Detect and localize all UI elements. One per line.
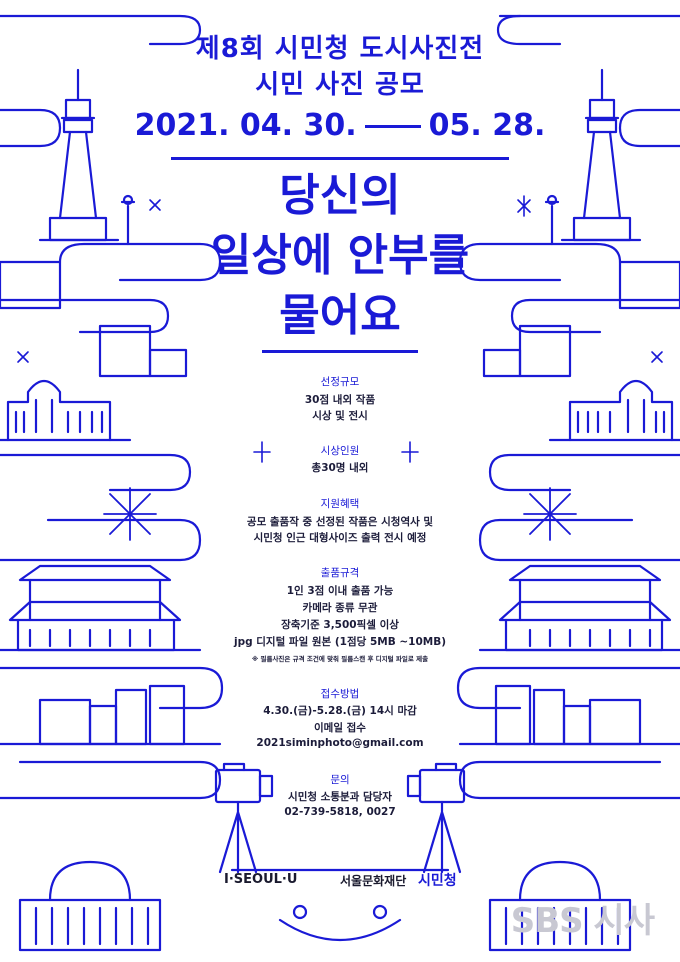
inquiry-phone: 02-739-5818, 0027: [284, 806, 396, 818]
section-title-specs: 출품규격: [320, 567, 360, 579]
date-range: 2021. 04. 30. 05. 28.: [0, 108, 680, 143]
section-title-awardees: 시상인원: [320, 445, 360, 457]
benefits-line: 공모 출품작 중 선정된 작품은 시청역사 및: [246, 516, 434, 528]
camera-right: [406, 762, 466, 874]
seoul-station-left: [0, 379, 132, 442]
foundation-logo: 서울문화재단: [340, 874, 407, 888]
specs-line: jpg 디지털 파일 원본 (1점당 5MB ~10MB): [233, 636, 447, 648]
seoul-tower-left: [38, 68, 120, 242]
specs-line: 1인 3점 이내 출품 가능: [286, 585, 394, 597]
headline-divider: [262, 350, 418, 353]
selection-line: 30점 내외 작품: [304, 394, 376, 406]
section-title-selection: 선정규모: [320, 376, 360, 388]
seoul-station-right: [548, 379, 680, 442]
section-title-inquiry: 문의: [330, 774, 350, 786]
specs-line: 카메라 종류 무관: [302, 602, 378, 614]
selection-line: 시상 및 전시: [312, 410, 368, 422]
title-line-1: 제8회 시민청 도시사진전: [195, 34, 485, 64]
submission-line: 이메일 접수: [314, 722, 366, 734]
section-title-submission: 접수방법: [320, 688, 360, 700]
seoul-tower-right: [560, 68, 642, 242]
submission-email: 2021siminphoto@gmail.com: [256, 737, 424, 749]
submission-line: 4.30.(금)-5.28.(금) 14시 마감: [263, 705, 417, 717]
city-hall-left: [18, 860, 162, 952]
benefits-line: 시민청 인근 대형사이즈 출력 전시 예정: [253, 532, 427, 544]
section-title-benefits: 지원혜택: [320, 498, 360, 510]
specs-line: 장축기준 3,500픽셀 이상: [281, 619, 399, 631]
palace-left: [0, 564, 202, 652]
siminchung-logo: 시민청: [418, 873, 457, 889]
title-divider: [171, 157, 509, 160]
headline-line-3: 물어요: [279, 290, 401, 341]
headline-line-1: 당신의: [279, 170, 401, 221]
awardees-line: 총30명 내외: [311, 462, 369, 474]
date-dash: [364, 125, 421, 128]
title-line-2: 시민 사진 공모: [255, 70, 425, 100]
date-start: 2021. 04. 30.: [134, 108, 357, 143]
seoul-logo: I·SEOUL·U: [224, 872, 298, 887]
city-hall-right: [488, 860, 632, 952]
headline-line-2: 일상에 안부를: [210, 230, 470, 281]
inquiry-line: 시민청 소통분과 담당자: [288, 791, 392, 803]
watermark: SBS 시사: [510, 901, 655, 941]
specs-note: ※ 필름사진은 규격 조건에 맞춰 필름스캔 후 디지털 파일로 제출: [251, 655, 429, 663]
palace-right: [478, 564, 680, 652]
cloud-line: [0, 14, 202, 46]
camera-left: [214, 762, 274, 874]
date-end: 05. 28.: [428, 108, 546, 143]
